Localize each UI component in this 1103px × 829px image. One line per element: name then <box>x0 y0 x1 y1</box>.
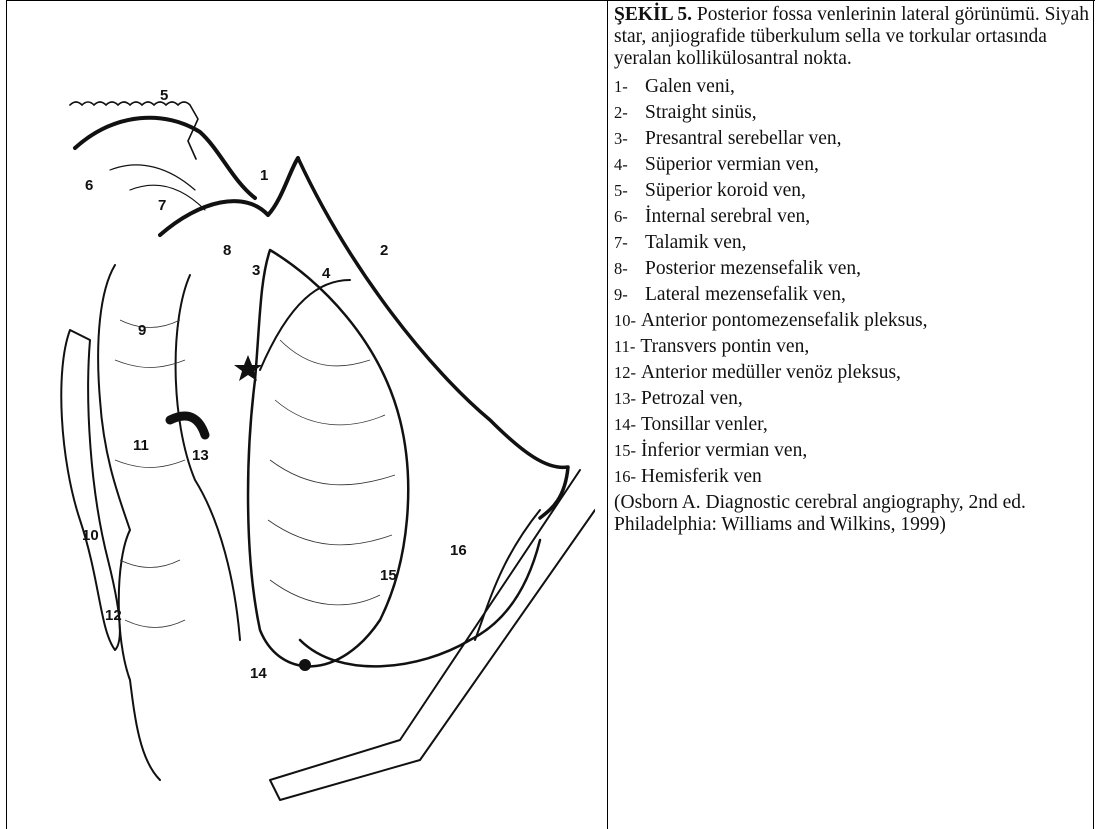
vein-list: 1- Galen veni, 2- Straight sinüs, 3- Pre… <box>614 74 1090 490</box>
figure-label-15: 15 <box>380 567 397 584</box>
figure-caption: ŞEKİL 5. Posterior fossa venlerinin late… <box>614 4 1090 556</box>
caption-figure-number: ŞEKİL 5. <box>614 4 692 25</box>
list-item-text: Hemisferik ven <box>641 466 762 488</box>
list-item-text: Petrozal ven, <box>641 388 743 410</box>
list-item: 11- Transvers pontin ven, <box>614 334 1090 360</box>
list-item-text: Posterior mezensefalik ven, <box>645 258 861 280</box>
figure-label-9: 9 <box>138 322 146 339</box>
list-item: 6- İnternal serebral ven, <box>614 204 1090 230</box>
list-item-text: Lateral mezensefalik ven, <box>645 284 846 306</box>
figure-label-7: 7 <box>158 197 166 214</box>
figure-label-10: 10 <box>82 527 99 544</box>
figure-label-4: 4 <box>322 265 331 282</box>
list-item: 9- Lateral mezensefalik ven, <box>614 282 1090 308</box>
list-item-number: 10- <box>614 310 636 332</box>
list-item-number: 15- <box>614 440 636 462</box>
list-item: 10- Anterior pontomezensefalik pleksus, <box>614 308 1090 334</box>
list-item-number: 5- <box>614 180 640 202</box>
list-item: 5- Süperior koroid ven, <box>614 178 1090 204</box>
anatomical-figure: 5 6 7 1 2 8 3 4 9 11 13 10 12 15 16 14 <box>20 40 595 820</box>
list-item: 13- Petrozal ven, <box>614 386 1090 412</box>
list-item-number: 9- <box>614 284 640 306</box>
list-item-text: Süperior koroid ven, <box>645 180 806 202</box>
list-item: 4- Süperior vermian ven, <box>614 152 1090 178</box>
list-item-text: Talamik ven, <box>645 232 747 254</box>
list-item-number: 12- <box>614 362 636 384</box>
list-item-text: Tonsillar venler, <box>641 414 768 436</box>
list-item-text: Straight sinüs, <box>645 102 757 124</box>
list-item-number: 1- <box>614 76 640 98</box>
list-item-text: Presantral serebellar ven, <box>645 128 842 150</box>
figure-label-13: 13 <box>192 447 209 464</box>
list-item-number: 16- <box>614 466 636 488</box>
figure-label-3: 3 <box>252 262 260 279</box>
list-item: 15- İnferior vermian ven, <box>614 438 1090 464</box>
list-item-text: Anterior medüller venöz pleksus, <box>641 362 901 384</box>
list-item-text: İnternal serebral ven, <box>645 206 810 228</box>
list-item-text: Anterior pontomezensefalik pleksus, <box>641 310 927 332</box>
list-item: 8- Posterior mezensefalik ven, <box>614 256 1090 282</box>
list-item-text: Galen veni, <box>645 76 735 98</box>
list-item: 7- Talamik ven, <box>614 230 1090 256</box>
list-item-number: 8- <box>614 258 640 280</box>
list-item: 16- Hemisferik ven <box>614 464 1090 490</box>
figure-label-16: 16 <box>450 542 467 559</box>
list-item: 2- Straight sinüs, <box>614 100 1090 126</box>
list-item-text: Transvers pontin ven, <box>640 336 809 358</box>
figure-label-11: 11 <box>133 437 149 454</box>
caption-reference: (Osborn A. Diagnostic cerebral angiograp… <box>614 492 1090 536</box>
list-item-number: 14- <box>614 414 636 436</box>
list-item-number: 13- <box>614 388 636 410</box>
list-item: 14- Tonsillar venler, <box>614 412 1090 438</box>
table-border-top <box>6 0 1095 1</box>
list-item-number: 3- <box>614 128 640 150</box>
list-item-number: 6- <box>614 206 640 228</box>
figure-label-5: 5 <box>160 87 168 104</box>
figure-label-1: 1 <box>260 167 268 184</box>
figure-label-8: 8 <box>223 242 231 259</box>
list-item-text: Süperior vermian ven, <box>645 154 819 176</box>
list-item-number: 11- <box>614 336 635 358</box>
list-item: 12- Anterior medüller venöz pleksus, <box>614 360 1090 386</box>
list-item: 1- Galen veni, <box>614 74 1090 100</box>
posterior-fossa-veins-illustration: 5 6 7 1 2 8 3 4 9 11 13 10 12 15 16 14 <box>20 40 595 820</box>
table-border-left <box>6 0 7 829</box>
list-item-text: İnferior vermian ven, <box>641 440 807 462</box>
figure-label-14: 14 <box>250 665 267 682</box>
list-item-number: 7- <box>614 232 640 254</box>
list-item: 3- Presantral serebellar ven, <box>614 126 1090 152</box>
table-border-middle <box>607 0 608 829</box>
list-item-number: 4- <box>614 154 640 176</box>
figure-label-12: 12 <box>105 607 122 624</box>
caption-title: ŞEKİL 5. Posterior fossa venlerinin late… <box>614 4 1090 70</box>
figure-label-6: 6 <box>85 177 93 194</box>
table-border-right <box>1093 0 1094 829</box>
figure-label-2: 2 <box>380 242 388 259</box>
list-item-number: 2- <box>614 102 640 124</box>
